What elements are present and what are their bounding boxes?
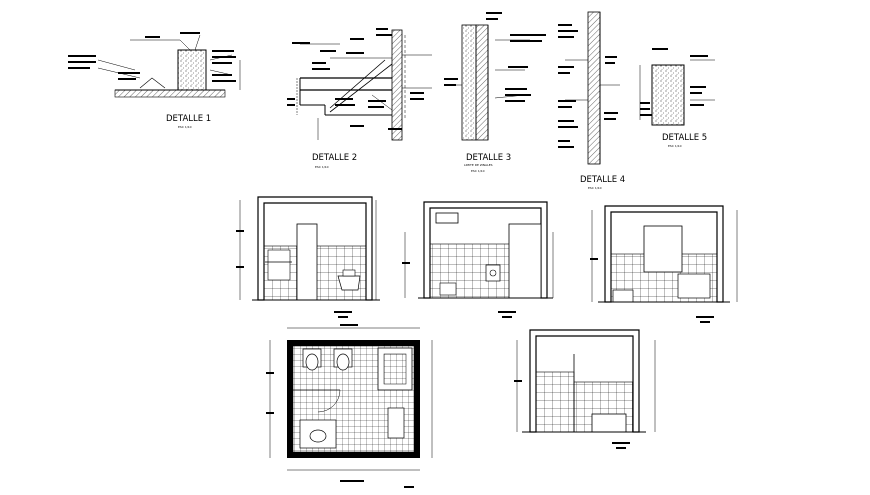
detail-3-scale: ESC 1/10 — [471, 169, 485, 173]
detail-2-scale: ESC 1/10 — [315, 165, 329, 169]
detail-4: DETALLE 4 ESC 1/10 — [558, 11, 625, 190]
detail-4-title: DETALLE 4 — [580, 175, 625, 185]
detail-3-subtitle: LIMITE DE ZINALES — [464, 163, 493, 167]
detail-2: DETALLE 2 ESC 1/10 — [287, 28, 432, 169]
detail-3: DETALLE 3 LIMITE DE ZINALES ESC 1/10 — [444, 12, 546, 173]
detail-3-title: DETALLE 3 — [466, 153, 511, 163]
detail-5-scale: ESC 1/10 — [668, 144, 682, 148]
elevation-b — [402, 201, 554, 318]
detail-1: DETALLE 1 ESC 1/10 — [68, 32, 241, 129]
elevation-c — [590, 205, 738, 323]
detail-4-scale: ESC 1/10 — [588, 186, 602, 190]
detail-5: DETALLE 5 ESC 1/10 — [639, 48, 715, 148]
detail-1-scale: ESC 1/10 — [178, 125, 192, 129]
detail-5-title: DETALLE 5 — [662, 133, 707, 143]
floor-plan — [266, 324, 433, 488]
detail-2-title: DETALLE 2 — [312, 153, 357, 163]
elevation-d — [514, 329, 656, 449]
elevation-a — [236, 196, 380, 318]
detail-1-title: DETALLE 1 — [166, 114, 211, 124]
